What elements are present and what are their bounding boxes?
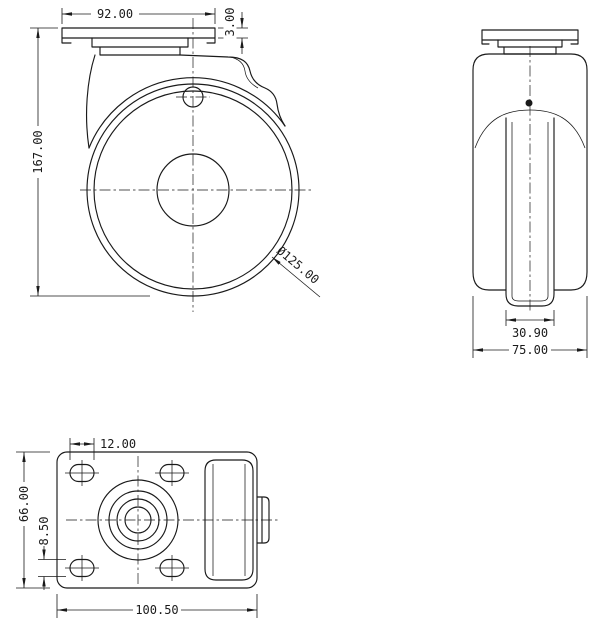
side-brake-pedal-inner-line <box>229 56 259 89</box>
side-body-left-edge <box>86 54 96 149</box>
front-wheel-tread-lines <box>511 122 549 302</box>
front-view: 30.90 75.00 <box>472 29 588 358</box>
plan-wheel-edge-lines <box>212 464 246 576</box>
plan-slot-center-marks <box>65 460 189 581</box>
dimension-slot-height: 8.50 <box>37 516 66 590</box>
dimension-slot-length: 12.00 <box>69 437 136 460</box>
front-housing-arch <box>474 109 586 149</box>
side-wheel-outer-circle <box>86 83 300 297</box>
dim-66-text-mask <box>17 482 31 526</box>
front-wheel-outline <box>505 117 555 307</box>
dimension-plate-thickness: 3.00 <box>218 5 248 54</box>
dimension-overall-height: 167.00 <box>30 27 150 297</box>
dim-3-text: 3.00 <box>223 8 237 37</box>
dim-12-extension-lines <box>69 438 95 460</box>
side-view: 92.00 3.00 167.00 Ø125.00 <box>30 5 322 312</box>
dim-92-text-mask <box>91 7 139 21</box>
side-housing-arc <box>88 77 286 149</box>
dim-850-text-mask <box>37 516 51 546</box>
side-brake-pedal-outline <box>179 54 286 127</box>
bottom-view: 12.00 8.50 66.00 100.50 <box>16 437 278 618</box>
dimension-wheel-width: 30.90 <box>505 310 555 340</box>
plan-mounting-plate <box>56 451 258 589</box>
plan-hub-bore <box>124 506 152 534</box>
front-axle-dot <box>525 99 533 107</box>
side-hub-circle <box>156 153 230 227</box>
dimension-wheel-diameter: Ø125.00 <box>271 244 322 298</box>
dimension-plate-depth: 66.00 <box>16 451 50 589</box>
dimension-plate-width: 92.00 <box>61 7 216 24</box>
side-swivel-raceway <box>91 37 189 56</box>
dim-75-extension-lines <box>472 296 588 358</box>
dim-10050-text: 100.50 <box>135 603 178 617</box>
side-top-plate <box>61 27 216 44</box>
dim-850-extension-lines <box>38 559 66 577</box>
dimension-overall-width: 75.00 <box>472 296 588 358</box>
dim-3090-extension-lines <box>505 310 555 326</box>
dim-167-text-mask <box>31 126 45 178</box>
dim-125-leader-line <box>271 256 321 298</box>
dim-167-text: 167.00 <box>31 130 45 173</box>
plan-hub-circle-inner <box>116 498 160 542</box>
dimension-plate-length: 100.50 <box>56 594 258 618</box>
dim-850-text: 8.50 <box>37 517 51 546</box>
plan-hub-circle-outer <box>97 479 179 561</box>
dim-92-extension-lines <box>61 8 216 24</box>
dim-75-text: 75.00 <box>512 343 548 357</box>
plan-bolt-slots <box>65 460 189 581</box>
dim-10050-extension-lines <box>56 594 258 618</box>
dim-12-text: 12.00 <box>100 437 136 451</box>
plan-wheel-housing-footprint <box>204 459 254 581</box>
dim-75-text-mask <box>509 343 551 357</box>
side-wheel-tread-circle <box>93 90 293 290</box>
plan-swivel-hub <box>97 479 179 561</box>
side-bolt-hole-circle <box>182 86 204 108</box>
dim-167-extension-lines <box>30 27 150 297</box>
plan-hub-circle-mid <box>108 490 168 550</box>
dim-10050-text-mask <box>133 603 181 617</box>
dim-66-extension-lines <box>16 451 50 589</box>
plan-brake-pedal <box>256 496 270 544</box>
front-top-plate <box>481 29 579 45</box>
dim-92-text: 92.00 <box>97 7 133 21</box>
dim-66-text: 66.00 <box>17 486 31 522</box>
dim-3090-text: 30.90 <box>512 326 548 340</box>
dim-3-text-mask <box>223 5 237 39</box>
front-housing-outline <box>472 53 588 291</box>
